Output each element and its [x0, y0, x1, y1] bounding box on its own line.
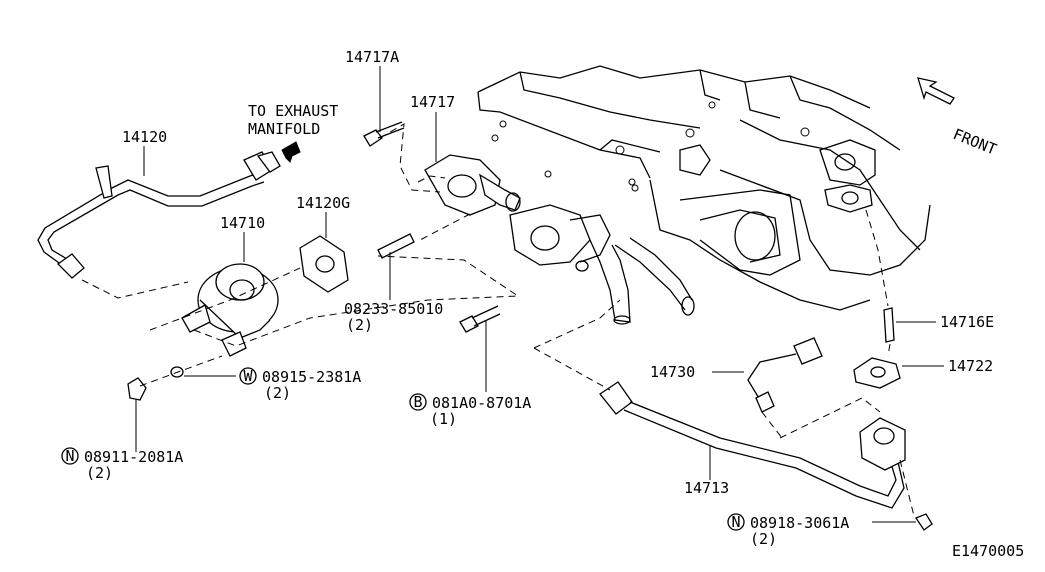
- part-14717-adaptor: [424, 112, 636, 216]
- label-14716E: 14716E: [940, 313, 994, 331]
- part-14710-egr-valve: [181, 232, 279, 357]
- label-14713: 14713: [684, 479, 729, 497]
- exhaust-direction-arrow: [281, 141, 301, 163]
- label-to-exhaust: TO EXHAUST: [248, 102, 338, 120]
- part-14716E-stud: [883, 307, 936, 343]
- svg-text:B: B: [413, 393, 422, 411]
- label-08918: 08918-3061A: [750, 514, 849, 532]
- label-14722: 14722: [948, 357, 993, 375]
- label-08915: 08915-2381A: [262, 368, 361, 386]
- part-14730-sensor: [712, 337, 823, 413]
- part-14717A-bolt: [363, 66, 405, 147]
- figure-code: E1470005: [952, 542, 1024, 560]
- label-08915-qty: (2): [264, 384, 291, 402]
- label-14120G: 14120G: [296, 194, 350, 212]
- washer-symbol-w: W: [239, 367, 257, 385]
- part-14713-tube: [599, 381, 906, 509]
- label-front: FRONT: [951, 125, 1000, 159]
- svg-text:W: W: [243, 367, 253, 385]
- engine-block-outline: [477, 65, 931, 325]
- label-08911: 08911-2081A: [84, 448, 183, 466]
- label-081A0-qty: (1): [430, 410, 457, 428]
- label-14730: 14730: [650, 363, 695, 381]
- label-08918-qty: (2): [750, 530, 777, 548]
- part-14120G-gasket: [299, 212, 349, 293]
- label-081A0: 081A0-8701A: [432, 394, 531, 412]
- label-14717: 14717: [410, 93, 455, 111]
- part-08918-nut: [872, 513, 933, 531]
- part-08233-stud: [377, 233, 415, 300]
- label-08911-qty: (2): [86, 464, 113, 482]
- label-08233: 08233-85010: [344, 300, 443, 318]
- label-08233-qty: (2): [346, 316, 373, 334]
- svg-text:N: N: [731, 513, 740, 531]
- nut-symbol-n-left: N: [61, 447, 79, 465]
- part-081A0-bolt: [459, 305, 501, 392]
- label-14710: 14710: [220, 214, 265, 232]
- part-08915-washer: [170, 366, 236, 378]
- part-14120-egr-tube: [37, 146, 281, 279]
- part-08911-nut: [127, 377, 147, 452]
- svg-text:N: N: [65, 447, 74, 465]
- label-14120: 14120: [122, 128, 167, 146]
- label-manifold: MANIFOLD: [248, 120, 320, 138]
- label-14717A: 14717A: [345, 48, 399, 66]
- assembly-dashed-lines: [81, 123, 915, 517]
- part-14722-gasket: [853, 357, 944, 389]
- nut-symbol-n-right: N: [727, 513, 745, 531]
- front-direction-arrow: [917, 77, 955, 105]
- bolt-symbol-b: B: [409, 393, 427, 411]
